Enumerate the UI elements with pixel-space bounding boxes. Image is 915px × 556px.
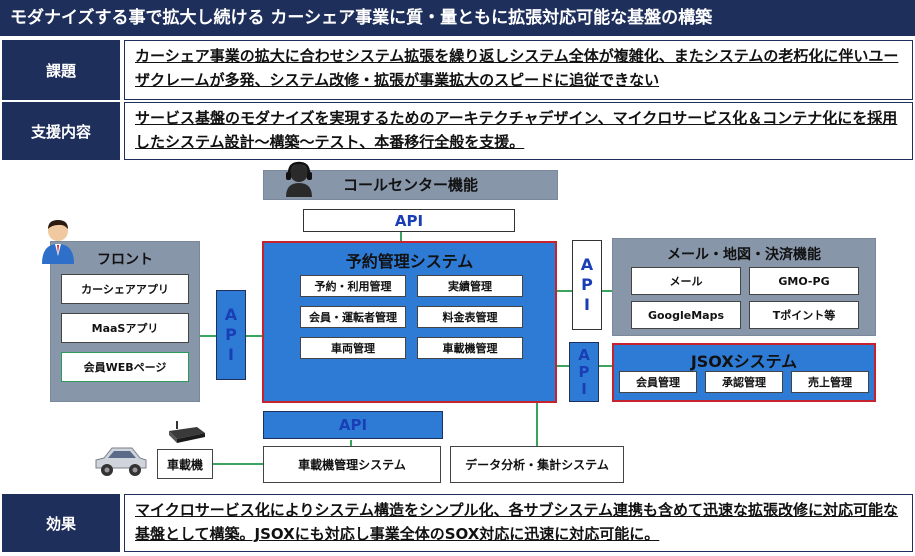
support-text: サービス基盤のモダナイズを実現するためのアーキテクチャデザイン、マイクロサービス… xyxy=(124,102,913,160)
service-item: メール xyxy=(631,267,741,295)
onboard-unit: 車載機 xyxy=(157,449,213,479)
api-top-label: API xyxy=(394,211,424,230)
car-icon xyxy=(95,447,147,476)
operator-icon xyxy=(286,161,312,197)
external-services-title: メール・地図・決済機能 xyxy=(667,247,821,263)
issue-label: 課題 xyxy=(2,40,120,100)
service-item: Tポイント等 xyxy=(749,301,859,329)
jsox-item: 会員管理 xyxy=(619,371,697,393)
api-letter: P xyxy=(581,275,593,294)
core-item: 会員・運転者管理 xyxy=(300,306,406,328)
reservation-system: 予約管理システム 予約・利用管理 実績管理 会員・運転者管理 料金表管理 車両管… xyxy=(262,241,557,403)
connector-line xyxy=(536,402,538,446)
device-icon xyxy=(169,421,205,443)
service-item: GoogleMaps xyxy=(631,301,741,329)
api-letter: P xyxy=(225,325,237,344)
api-letter: A xyxy=(224,305,238,324)
core-item: 車載機管理 xyxy=(417,337,523,359)
user-icon xyxy=(42,220,74,264)
api-letter: P xyxy=(578,362,590,381)
support-label: 支援内容 xyxy=(2,102,120,160)
jsox-item: 売上管理 xyxy=(791,371,869,393)
api-letter: I xyxy=(228,345,234,364)
issue-text-content: カーシェア事業の拡大に合わせシステム拡張を繰り返しシステム全体が複雑化、またシス… xyxy=(135,47,899,89)
core-item: 料金表管理 xyxy=(417,306,523,328)
core-item: 予約・利用管理 xyxy=(300,275,406,297)
effect-text: マイクロサービス化によりシステム構造をシンプル化、各サブシステム連携も含めて迅速… xyxy=(124,494,913,552)
call-center-box: コールセンター機能 xyxy=(263,170,558,200)
support-text-content: サービス基盤のモダナイズを実現するためのアーキテクチャデザイン、マイクロサービス… xyxy=(135,109,898,151)
front-item: MaaSアプリ xyxy=(61,313,189,343)
front-item: 会員WEBページ xyxy=(61,352,189,382)
api-letter: A xyxy=(580,255,594,274)
connector-line xyxy=(213,463,263,465)
external-services-group: メール・地図・決済機能 メール GMO-PG GoogleMaps Tポイント等 xyxy=(612,238,876,336)
api-letter: A xyxy=(578,345,590,364)
front-item: カーシェアアプリ xyxy=(61,274,189,304)
effect-label: 効果 xyxy=(2,494,120,552)
jsox-system: JSOXシステム 会員管理 承認管理 売上管理 xyxy=(612,343,876,402)
api-letter: I xyxy=(581,379,587,398)
effect-text-content: マイクロサービス化によりシステム構造をシンプル化、各サブシステム連携も含めて迅速… xyxy=(135,501,899,543)
api-top: API xyxy=(303,209,515,232)
data-analytics-system: データ分析・集計システム xyxy=(450,446,624,483)
core-item: 車両管理 xyxy=(300,337,406,359)
jsox-title: JSOXシステム xyxy=(690,352,798,371)
connector-line xyxy=(400,232,402,242)
front-group: フロント カーシェアアプリ MaaSアプリ 会員WEBページ xyxy=(50,241,200,402)
service-item: GMO-PG xyxy=(749,267,859,295)
page-title: モダナイズする事で拡大し続ける カーシェア事業に質・量ともに拡張対応可能な基盤の… xyxy=(0,0,915,36)
core-item: 実績管理 xyxy=(417,275,523,297)
front-title: フロント xyxy=(97,252,153,268)
api-left: A P I xyxy=(216,290,246,380)
jsox-item: 承認管理 xyxy=(705,371,783,393)
api-bottom-label: API xyxy=(338,416,368,434)
call-center-label: コールセンター機能 xyxy=(342,176,478,194)
api-right-upper: A P I xyxy=(572,240,602,330)
api-bottom: API xyxy=(263,411,443,439)
onboard-management-system: 車載機管理システム xyxy=(263,446,441,483)
issue-text: カーシェア事業の拡大に合わせシステム拡張を繰り返しシステム全体が複雑化、またシス… xyxy=(124,40,913,100)
reservation-title: 予約管理システム xyxy=(345,252,474,271)
api-right-lower: A P I xyxy=(569,342,599,402)
api-letter: I xyxy=(584,295,590,314)
